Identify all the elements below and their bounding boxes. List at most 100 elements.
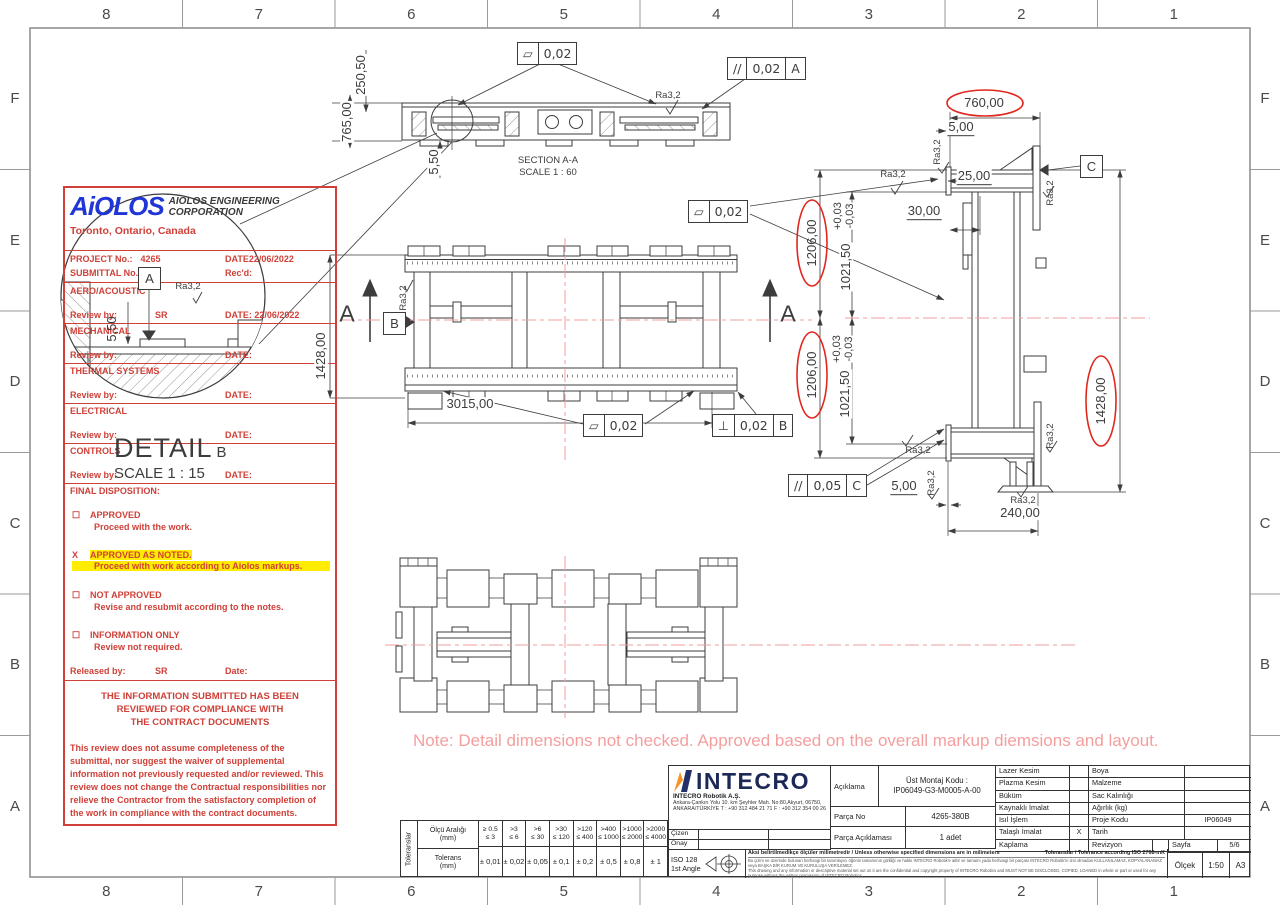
zone-label: 4 (712, 5, 721, 23)
detail-letter: B (216, 444, 227, 461)
info-value (1185, 766, 1251, 777)
released-date-label: Date: (225, 666, 248, 676)
compliance-line: REVIEWED FOR COMPLIANCE WITH (116, 704, 284, 715)
fine-print-cell: Aksi belirtilmedikçe ölçüler milimetredi… (746, 849, 1168, 878)
info-value (1185, 791, 1251, 802)
compliance-line: THE CONTRACT DOCUMENTS (130, 717, 270, 728)
range-top: >3 (510, 825, 518, 833)
tolerance-note: Toleranslar / Tolerance according ISO 27… (1044, 850, 1165, 856)
process-check (1070, 766, 1089, 778)
montaj-kodu-line2: IP06049-G3-M0005-A-00 (893, 786, 981, 795)
info-value (1185, 827, 1251, 838)
review-date: DATE: (225, 430, 252, 440)
datum-c-flag: C (1080, 155, 1103, 178)
final-disposition-label: FINAL DISPOSITION: (70, 486, 160, 496)
range-bottom: ≤ 4000 (645, 833, 667, 841)
range-top: >6 (533, 825, 542, 833)
projection-cell: ISO 128 1st Angle (669, 850, 746, 878)
intecro-logo-cell: INTECRO INTECRO Robotik A.Ş. Ankara-Çank… (669, 766, 831, 830)
tolerance-value: ± 0,8 (623, 857, 641, 866)
option-title: APPROVED AS NOTED. (90, 550, 192, 560)
process-label: Lazer Kesim (996, 766, 1070, 778)
tolerance-unit: (mm) (439, 862, 457, 870)
compliance-line: THE INFORMATION SUBMITTED HAS BEEN (101, 691, 299, 702)
process-label: Talaşlı İmalat (996, 827, 1070, 839)
perpendicular-icon: ⊥ (713, 415, 735, 436)
process-row: Büküm Sac Kalınlığı (996, 790, 1251, 803)
dim-5-50-section: 5,50 (426, 148, 442, 176)
process-check (1070, 778, 1089, 790)
section-scale-text: SCALE 1 : 60 (519, 166, 577, 178)
intecro-address-line2: ANKARA/TÜRKİYE T : +90 312 484 21 71 F :… (673, 806, 826, 813)
range-bottom: ≤ 120 (552, 833, 570, 841)
ra-label: Ra3,2 (880, 169, 906, 181)
aciklama-value-cell: Üst Montaj Kodu : IP06049-G3-M0005-A-00 (879, 766, 996, 807)
tolerance-column: >1000≤ 2000 ± 0,8 (620, 821, 645, 876)
dim-1428-plan: 1428,00 (313, 331, 329, 381)
stamp-discipline-section: MECHANICAL Review by: DATE: (65, 324, 335, 364)
review-date: DATE: (225, 390, 252, 400)
datum-b-flag: B (383, 312, 406, 335)
submittal-label: SUBMITTAL No.: (70, 268, 142, 278)
process-label: Plazma Kesim (996, 778, 1070, 790)
stamp-project-row: PROJECT No.: 4265 DATE22/06/2022 (70, 254, 330, 264)
tol-plus-lower: +0,03 (831, 334, 844, 364)
first-angle-projection-icon (704, 854, 741, 874)
dim-25: 25,00 (956, 168, 992, 185)
onay-extra-cell (769, 840, 831, 850)
info-value (1185, 803, 1251, 814)
markup-note: Note: Detail dimensions not checked. App… (413, 731, 1159, 750)
aiolos-location: Toronto, Ontario, Canada (70, 225, 196, 237)
dim-5-bottom: 5,00 (890, 478, 918, 495)
tol-minus-lower: -0,03 (843, 335, 856, 363)
stamp-discipline-section: ELECTRICAL Review by: DATE: (65, 404, 335, 444)
option-checkbox: ☐ (72, 630, 81, 640)
fcf-datum: B (778, 418, 788, 433)
stamp-disclaimer: This review does not assume completeness… (70, 743, 327, 818)
option-description: Review not required. (94, 642, 183, 652)
onay-label-cell: Onay (669, 840, 699, 850)
tolerance-column: >30≤ 120 ± 0,1 (549, 821, 574, 876)
sayfa-value: 5/6 (1229, 839, 1240, 849)
zone-label: 8 (102, 882, 111, 900)
dim-765: 765,00 (339, 101, 355, 143)
intecro-address-line1: Ankara-Çankırı Yolu 10. km Şeyhler Mah. … (673, 800, 822, 806)
fcf-datum: A (791, 61, 800, 76)
flatness-icon: ▱ (689, 201, 710, 222)
range-bottom: ≤ 6 (509, 833, 519, 841)
zone-label: 8 (102, 5, 111, 23)
zone-label: 3 (864, 5, 873, 23)
parca-aciklama-value-cell: 1 adet (906, 827, 996, 849)
zone-label: C (9, 514, 21, 532)
zone-label: 5 (559, 882, 568, 900)
flatness-icon: ▱ (518, 43, 539, 64)
title-block: INTECRO INTECRO Robotik A.Ş. Ankara-Çank… (668, 765, 1251, 878)
revizyon-value (1153, 839, 1169, 851)
review-date: DATE: (225, 350, 252, 360)
process-row: Kaynaklı İmalat Ağırlık (kg) (996, 802, 1251, 816)
zone-label: 7 (254, 5, 263, 23)
discipline-name: ELECTRICAL (70, 406, 127, 416)
dim-250-50: 250,50 (353, 54, 369, 96)
zone-label: B (9, 656, 20, 674)
info-label: Tarih (1089, 827, 1185, 839)
zone-label: E (1259, 231, 1270, 249)
parca-no-label-cell: Parça No (831, 807, 906, 827)
range-label: Ölçü Aralığı (429, 826, 467, 834)
dim-5-50-detail: 5,50 (104, 316, 120, 342)
tol-minus-upper: -0,03 (844, 202, 857, 230)
stamp-rule (64, 680, 336, 681)
ra-label: Ra3,2 (1045, 423, 1057, 449)
review-by-label: Review by: (70, 350, 118, 360)
intecro-company-name: INTECRO Robotik A.Ş. (673, 793, 741, 800)
info-label: Sac Kalınlığı (1089, 790, 1185, 802)
copyright-note-tr: Bu çizim ve üzerinde bulunan herhangi bi… (748, 858, 1162, 868)
tolerance-column: ≥ 0.5≤ 3 ± 0,01 (479, 821, 503, 876)
cut-letter-a-right: A (780, 300, 796, 327)
